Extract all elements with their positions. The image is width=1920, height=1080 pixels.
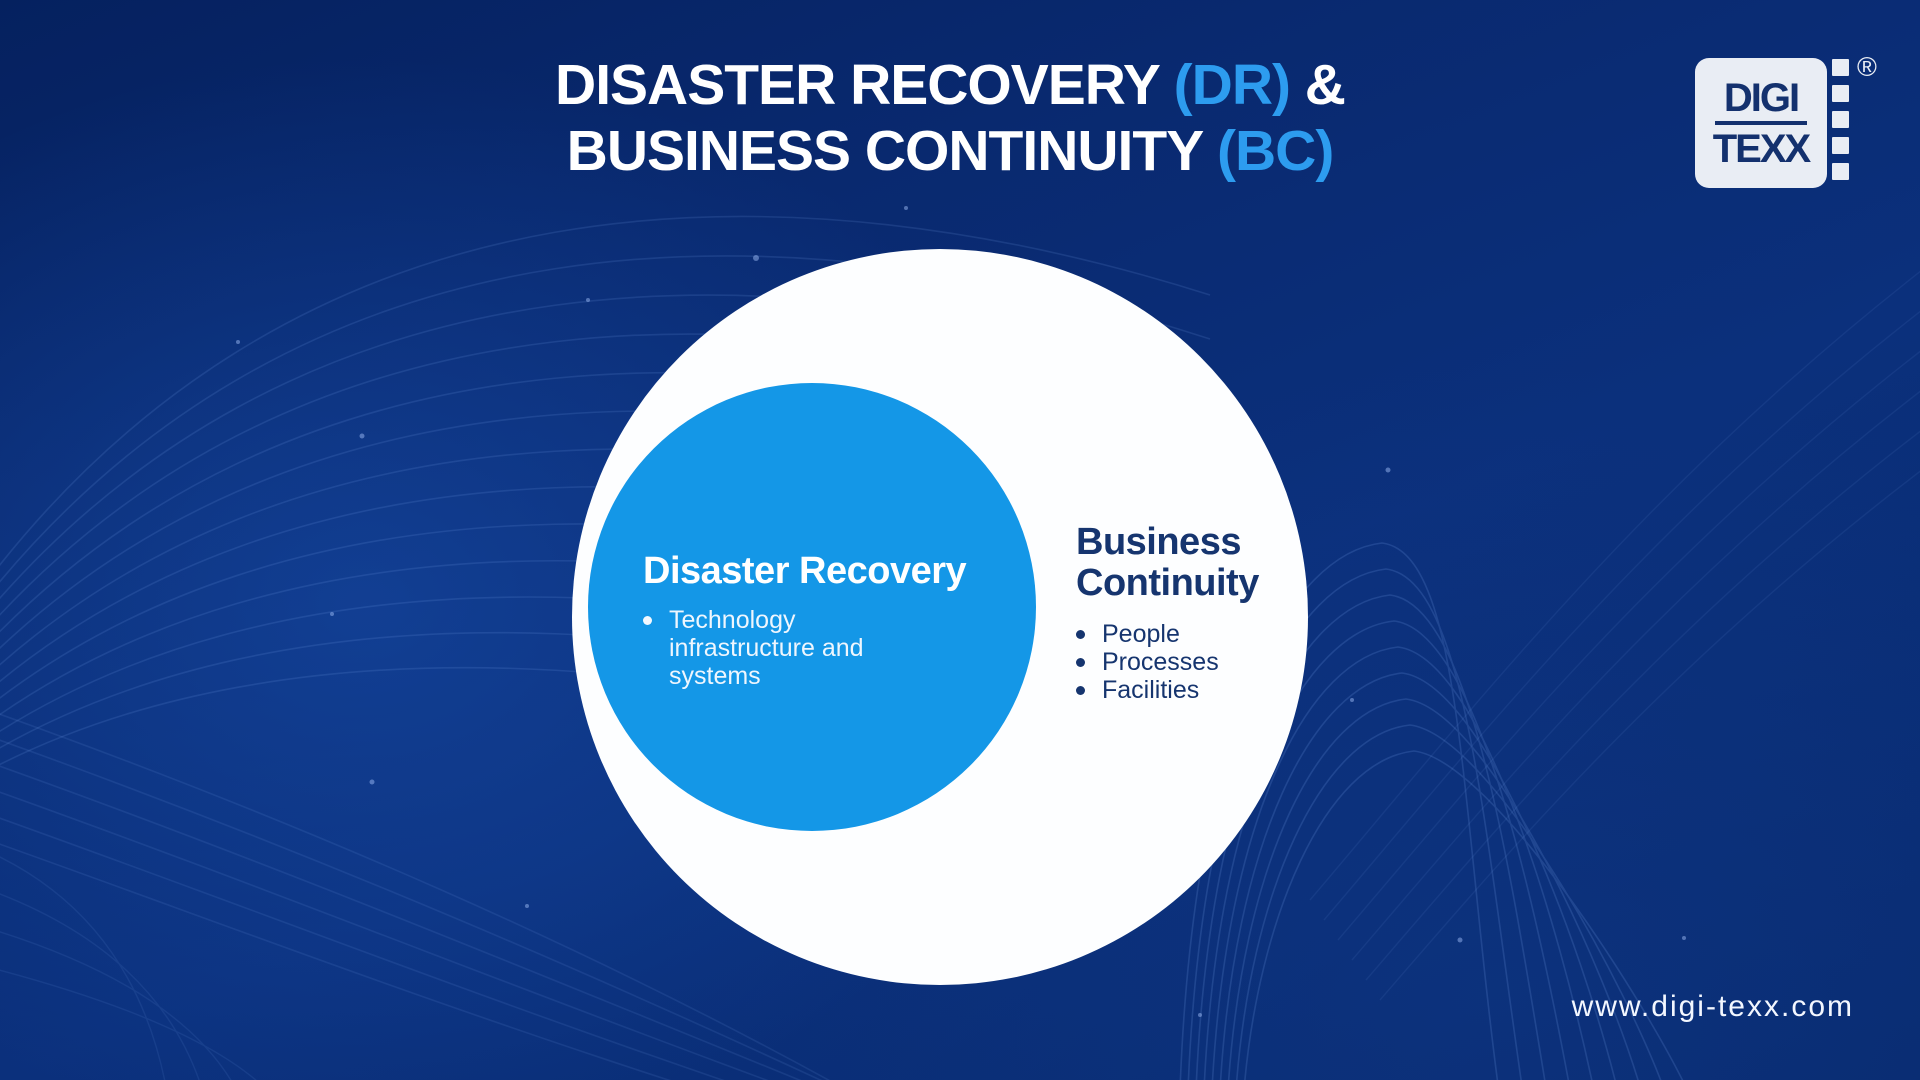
list-item: Processes — [1076, 648, 1316, 676]
film-frame — [1832, 59, 1849, 76]
registered-mark: ® — [1857, 52, 1877, 82]
bullet-label: People — [1102, 620, 1180, 648]
bullet-label: Facilities — [1102, 676, 1200, 704]
list-item: Facilities — [1076, 676, 1316, 704]
film-frame — [1832, 137, 1849, 154]
digitexx-logo: DIGI TEXX ® — [1695, 52, 1895, 194]
right-arch-curves — [1179, 542, 1684, 1080]
title-line-2: BUSINESS CONTINUITY (BC) — [0, 118, 1900, 184]
list-item: People — [1076, 620, 1316, 648]
film-frame — [1832, 111, 1849, 128]
title-line1-text: DISASTER RECOVERY — [555, 53, 1174, 117]
logo-divider — [1715, 120, 1807, 125]
title-dr-highlight: (DR) — [1173, 53, 1291, 117]
bullet-dot-icon — [1076, 686, 1085, 695]
title-bc-highlight: (BC) — [1217, 119, 1334, 183]
bullet-label: Technology infrastructure and systems — [669, 606, 864, 690]
bullet-dot-icon — [643, 616, 652, 625]
list-item: Technology infrastructure and systems — [643, 606, 983, 690]
logo-word-digi: DIGI — [1723, 75, 1800, 120]
disaster-recovery-heading: Disaster Recovery — [643, 550, 967, 592]
film-frame — [1832, 85, 1849, 102]
bullet-dot-icon — [1076, 630, 1085, 639]
logo-word-texx: TEXX — [1712, 126, 1811, 171]
disaster-recovery-content: Disaster Recovery Technology infrastruct… — [643, 549, 983, 690]
page-title: DISASTER RECOVERY (DR) & BUSINESS CONTIN… — [0, 52, 1900, 184]
film-frame — [1832, 163, 1849, 180]
film-strip-icon — [1832, 59, 1849, 180]
business-continuity-content: Business Continuity People Processes Fac… — [1076, 522, 1316, 704]
corner-arc-curves — [0, 856, 257, 1080]
title-line2-text: BUSINESS CONTINUITY — [566, 119, 1218, 183]
website-url: www.digi-texx.com — [1571, 990, 1854, 1023]
title-line1-amp: & — [1289, 53, 1346, 117]
bullet-dot-icon — [1076, 658, 1085, 667]
disaster-recovery-circle — [588, 383, 1036, 831]
bottom-sweep-curves — [0, 713, 831, 1080]
sparkle-dots — [236, 206, 1686, 1017]
disaster-recovery-bullets: Technology infrastructure and systems — [643, 606, 983, 690]
business-continuity-heading: Business Continuity — [1076, 521, 1259, 604]
diagonal-curves — [1309, 270, 1920, 1001]
logo-card: DIGI TEXX — [1695, 58, 1827, 188]
title-line-1: DISASTER RECOVERY (DR) & — [0, 52, 1900, 118]
bullet-label: Processes — [1102, 648, 1219, 676]
business-continuity-bullets: People Processes Facilities — [1076, 620, 1316, 704]
